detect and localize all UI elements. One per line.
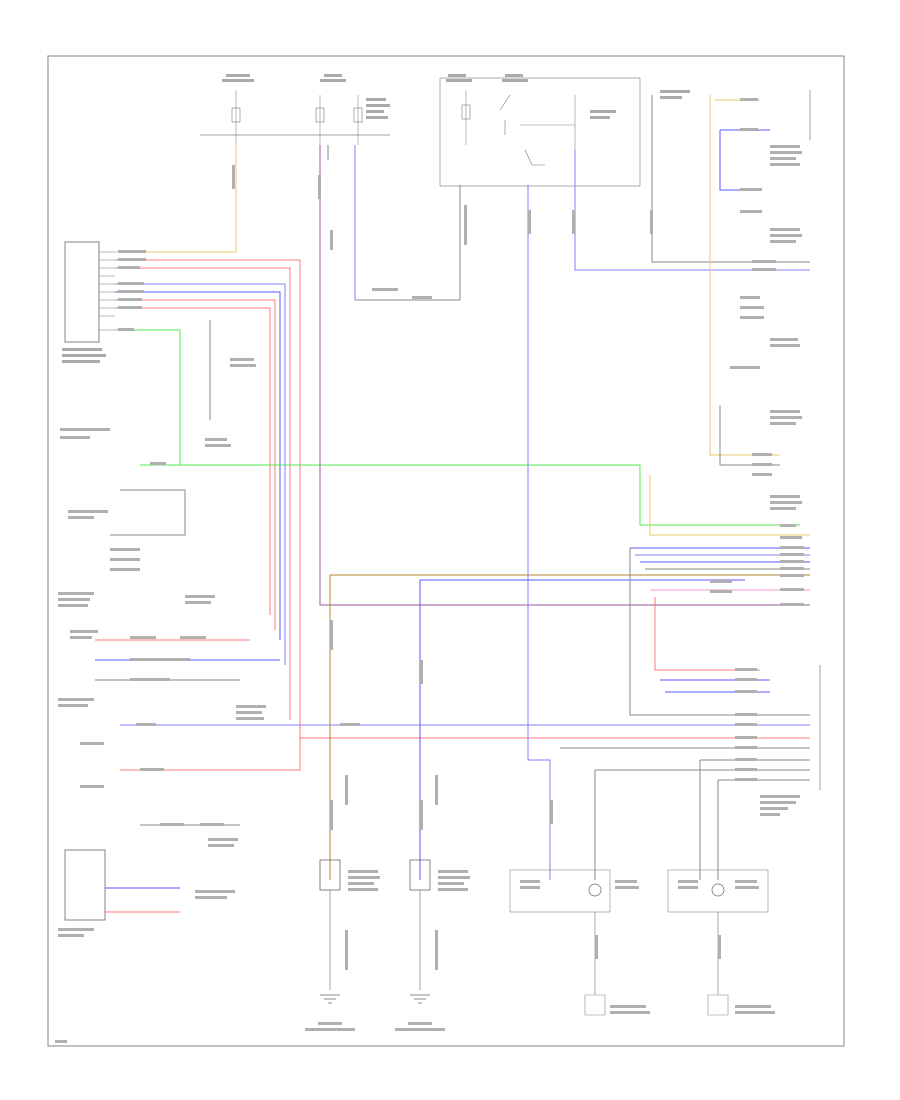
wire-red-1 [115, 259, 301, 771]
wire-red-4 [115, 307, 271, 615]
lamp-box-1 [509, 869, 611, 913]
fuse-3 [353, 107, 363, 123]
lamp-1 [588, 883, 602, 897]
relay-switch [499, 94, 511, 135]
lamp-2 [711, 883, 725, 897]
diagram-frame [47, 55, 845, 1047]
wire-red-2 [115, 267, 291, 720]
fuse-4 [461, 104, 471, 120]
wire-blue-5 [527, 185, 551, 880]
wire-blue-1 [115, 283, 286, 665]
wire-blue-6 [574, 150, 810, 271]
illegible-labels [55, 98, 804, 1043]
wire-harness [95, 95, 810, 913]
left-control-module [62, 241, 115, 363]
wire-green-1 [115, 329, 800, 526]
wire-blue-2 [115, 291, 281, 640]
module-box [64, 241, 100, 343]
wire-red-3 [115, 299, 276, 630]
fuse-section [200, 74, 690, 187]
fuse-2 [315, 107, 325, 123]
fuse-1 [231, 107, 241, 123]
wire-purple-1 [319, 145, 810, 606]
ground-symbol-2 [410, 994, 430, 1004]
ground-symbol-1 [320, 994, 340, 1004]
combination-meter [64, 849, 106, 921]
relay-box [439, 77, 641, 187]
bottom-loads [64, 849, 769, 1016]
wire-yellow-1 [115, 145, 237, 253]
